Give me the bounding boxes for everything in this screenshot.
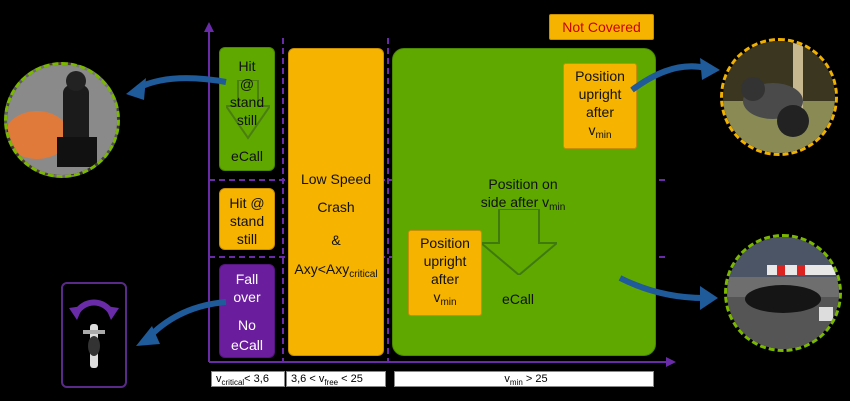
- range-min: vmin > 25: [394, 371, 654, 387]
- side-line1: Position on: [488, 176, 558, 192]
- down-arrow-icon: [481, 209, 557, 275]
- fall-over-box: Fall over No eCall: [219, 264, 275, 358]
- position-upright-bottom-box: Position upright after vmin: [408, 230, 482, 316]
- rider-crash-photo-icon: [4, 62, 120, 178]
- hit-mid-line1: Hit @: [229, 195, 265, 211]
- y-axis-arrowhead: [204, 22, 214, 32]
- not-covered-legend: Not Covered: [549, 14, 654, 40]
- arrow-to-fallen-photo: [630, 63, 707, 93]
- arrow-to-crashed-photo: [618, 275, 705, 301]
- down-arrow-icon: [226, 80, 270, 140]
- upright-bottom-line4: vmin: [433, 289, 457, 308]
- upright-top-line4: vmin: [588, 122, 612, 141]
- upright-top-line2: upright: [578, 86, 622, 102]
- hit-mid-line2: stand: [229, 213, 265, 229]
- hit-label-line1: Hit: [238, 58, 256, 74]
- motorcycle-topview-icon: [61, 282, 127, 388]
- arrow-to-topview: [147, 299, 227, 339]
- fallen-motorcycle-photo-icon: [720, 38, 838, 156]
- side-line2: side after vmin: [480, 194, 566, 213]
- range-critical: vcritical< 3,6: [211, 371, 285, 387]
- fall-over-line1: Fall: [235, 271, 259, 287]
- low-speed-line3: &: [331, 232, 341, 248]
- side-ecall-label: eCall: [502, 291, 534, 307]
- hit-mid-line3: still: [236, 231, 258, 247]
- upright-bottom-line1: Position: [420, 235, 470, 251]
- hit-label-line4: still: [236, 112, 258, 128]
- range-free: 3,6 < vfree < 25: [286, 371, 386, 387]
- arrow-to-rider-photo: [136, 75, 227, 91]
- ecall-label: eCall: [231, 148, 263, 164]
- upright-bottom-line2: upright: [423, 253, 467, 269]
- low-speed-line2: Crash: [317, 199, 355, 215]
- low-speed-line4: Axy<Axycritical: [294, 261, 378, 280]
- fall-over-line3: No: [238, 317, 256, 333]
- upright-top-line3: after: [585, 104, 614, 120]
- upright-bottom-line3: after: [430, 271, 459, 287]
- position-upright-top-box: Position upright after vmin: [563, 63, 637, 149]
- hit-label-line2: @: [239, 76, 255, 92]
- fall-over-line2: over: [233, 289, 261, 305]
- low-speed-crash-box: Low Speed Crash & Axy<Axycritical: [288, 48, 384, 356]
- not-covered-label: Not Covered: [562, 19, 641, 35]
- x-axis-arrowhead: [666, 357, 676, 367]
- fall-over-line4: eCall: [231, 337, 263, 353]
- hit-standstill-ecall-box: Hit @ stand still eCall: [219, 47, 275, 171]
- hit-label-line3: stand: [229, 94, 265, 110]
- upright-top-line1: Position: [575, 68, 625, 84]
- low-speed-line1: Low Speed: [300, 171, 372, 187]
- hit-standstill-box: Hit @ stand still: [219, 188, 275, 250]
